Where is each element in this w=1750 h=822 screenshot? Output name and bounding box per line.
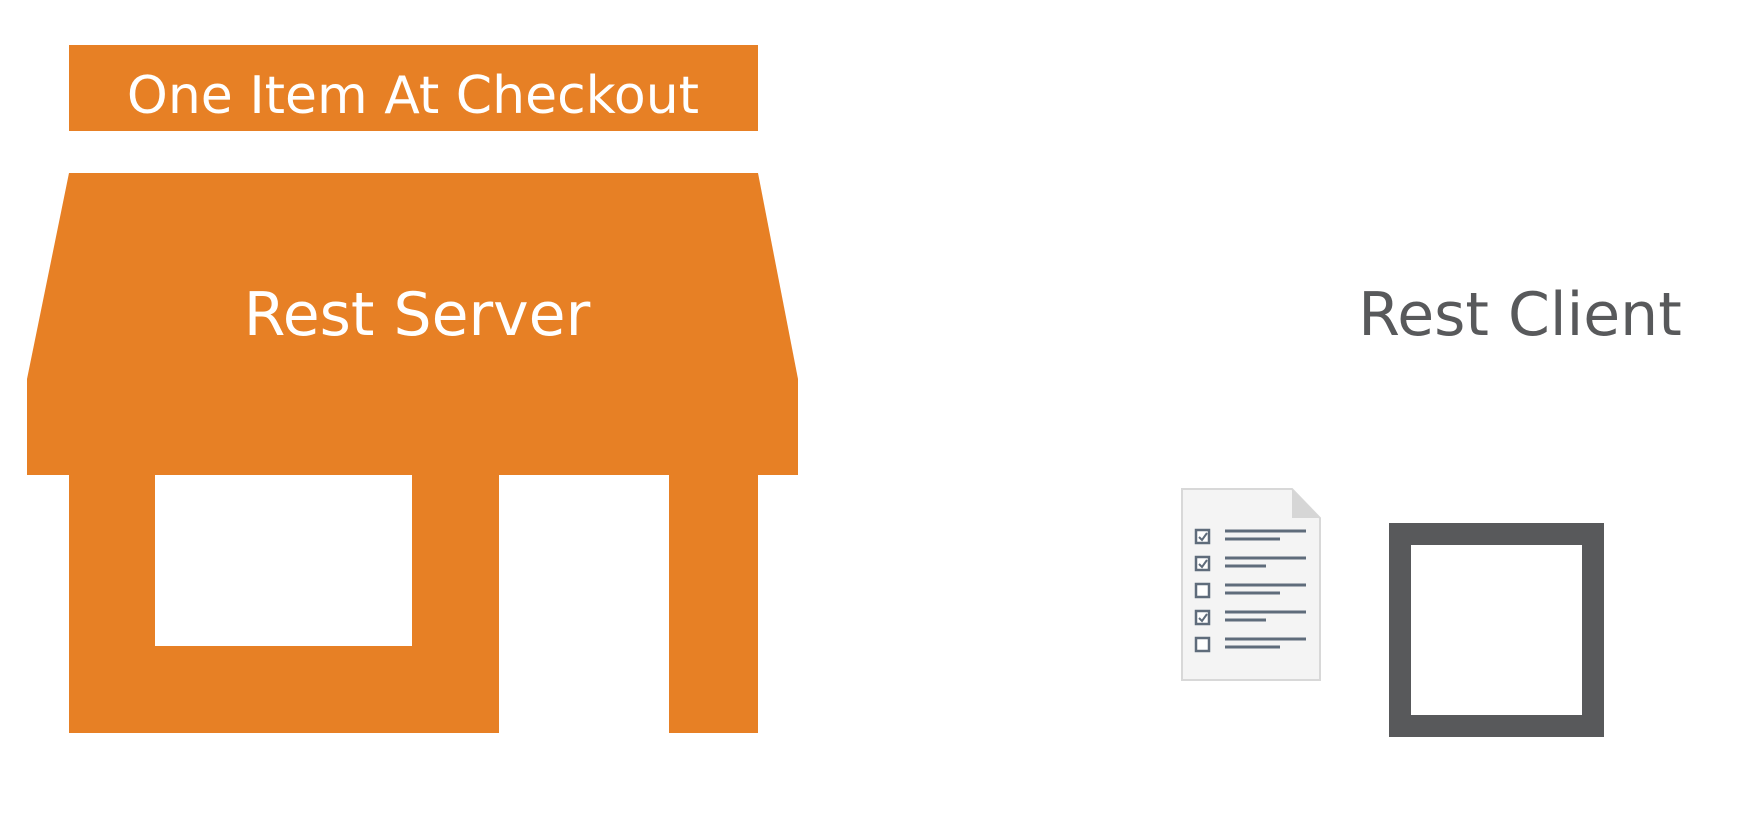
unchecked-box-icon [1194, 636, 1211, 653]
checkout-sign-background [69, 45, 758, 131]
checked-box-icon [1194, 609, 1211, 626]
rest-server-label: Rest Server [244, 280, 591, 350]
checked-box-icon [1194, 528, 1211, 545]
checkout-sign-label: One Item At Checkout [127, 66, 699, 126]
checkmark-icon [1198, 559, 1208, 569]
rest-client-box [1389, 523, 1604, 737]
checkmark-icon [1198, 532, 1208, 542]
unchecked-box-icon [1194, 582, 1211, 599]
checkmark-icon [1198, 613, 1208, 623]
rest-server-store-icon: Rest Server [27, 173, 798, 733]
store-right-pillar [669, 475, 758, 733]
document-fold [1292, 489, 1320, 518]
store-awning [27, 173, 798, 475]
store-building [69, 475, 499, 733]
checklist-document-icon [1181, 488, 1321, 681]
checkout-sign: One Item At Checkout [69, 45, 758, 131]
rest-client-label: Rest Client [1358, 280, 1681, 350]
checked-box-icon [1194, 555, 1211, 572]
